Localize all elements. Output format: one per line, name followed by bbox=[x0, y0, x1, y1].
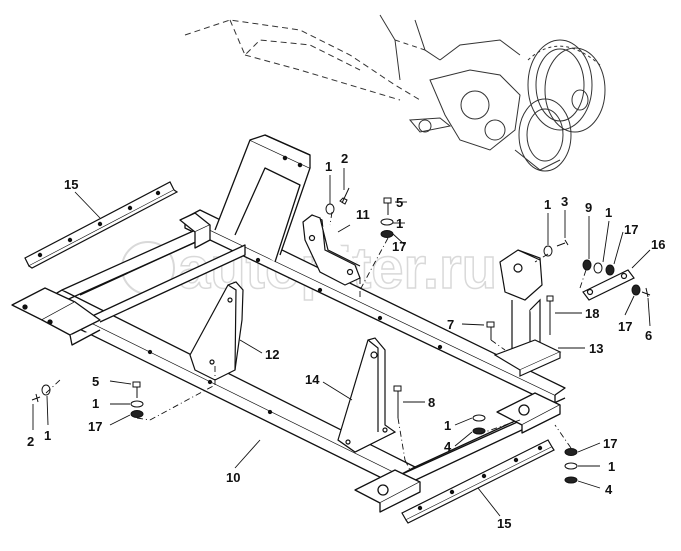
label-2-top: 2 bbox=[341, 151, 348, 166]
label-2-left: 2 bbox=[27, 434, 34, 449]
label-1-left: 1 bbox=[92, 396, 99, 411]
label-1-far-left: 1 bbox=[44, 428, 51, 443]
label-5-left: 5 bbox=[92, 374, 99, 389]
fasteners bbox=[31, 187, 651, 484]
label-1-mid-top: 1 bbox=[396, 216, 403, 231]
label-15-top: 15 bbox=[64, 177, 78, 192]
part-16-link-plate bbox=[582, 269, 635, 301]
label-1-near-9: 1 bbox=[605, 205, 612, 220]
label-1-middle: 1 bbox=[444, 418, 451, 433]
part-11-bracket bbox=[302, 214, 361, 286]
part-15-top-strip bbox=[24, 181, 179, 269]
label-4-middle: 4 bbox=[444, 439, 452, 454]
label-11: 11 bbox=[356, 207, 370, 222]
label-7: 7 bbox=[447, 317, 454, 332]
label-3: 3 bbox=[561, 194, 568, 209]
label-5-top: 5 bbox=[396, 195, 403, 210]
label-13: 13 bbox=[589, 341, 603, 356]
label-9: 9 bbox=[585, 200, 592, 215]
label-16: 16 bbox=[651, 237, 665, 252]
label-18: 18 bbox=[585, 306, 599, 321]
label-8: 8 bbox=[428, 395, 435, 410]
part-15-bottom-strip bbox=[401, 439, 555, 524]
label-17-near-16: 17 bbox=[624, 222, 638, 237]
leader-lines bbox=[32, 168, 651, 517]
label-1-bottom-right: 1 bbox=[608, 459, 615, 474]
label-4-bottom-right: 4 bbox=[605, 482, 613, 497]
assembly-lines bbox=[45, 211, 587, 471]
part-13-bracket bbox=[493, 249, 562, 377]
label-14: 14 bbox=[305, 372, 320, 387]
machine-background bbox=[184, 14, 606, 172]
part-14-bracket bbox=[337, 337, 397, 453]
label-12: 12 bbox=[265, 347, 279, 362]
label-17-bottom-right: 17 bbox=[603, 436, 617, 451]
label-15-bottom: 15 bbox=[497, 516, 511, 531]
part-12-bracket bbox=[189, 281, 244, 381]
label-10: 10 bbox=[226, 470, 240, 485]
label-6: 6 bbox=[645, 328, 652, 343]
label-17-left: 17 bbox=[88, 419, 102, 434]
part-10-main-frame bbox=[11, 134, 566, 513]
label-17-right: 17 bbox=[618, 319, 632, 334]
label-1-top: 1 bbox=[325, 159, 332, 174]
label-17-top: 17 bbox=[392, 239, 406, 254]
label-1-right-top: 1 bbox=[544, 197, 551, 212]
callout-labels: 15 1 2 5 1 17 11 1 3 9 1 17 16 7 18 13 1… bbox=[27, 151, 665, 531]
